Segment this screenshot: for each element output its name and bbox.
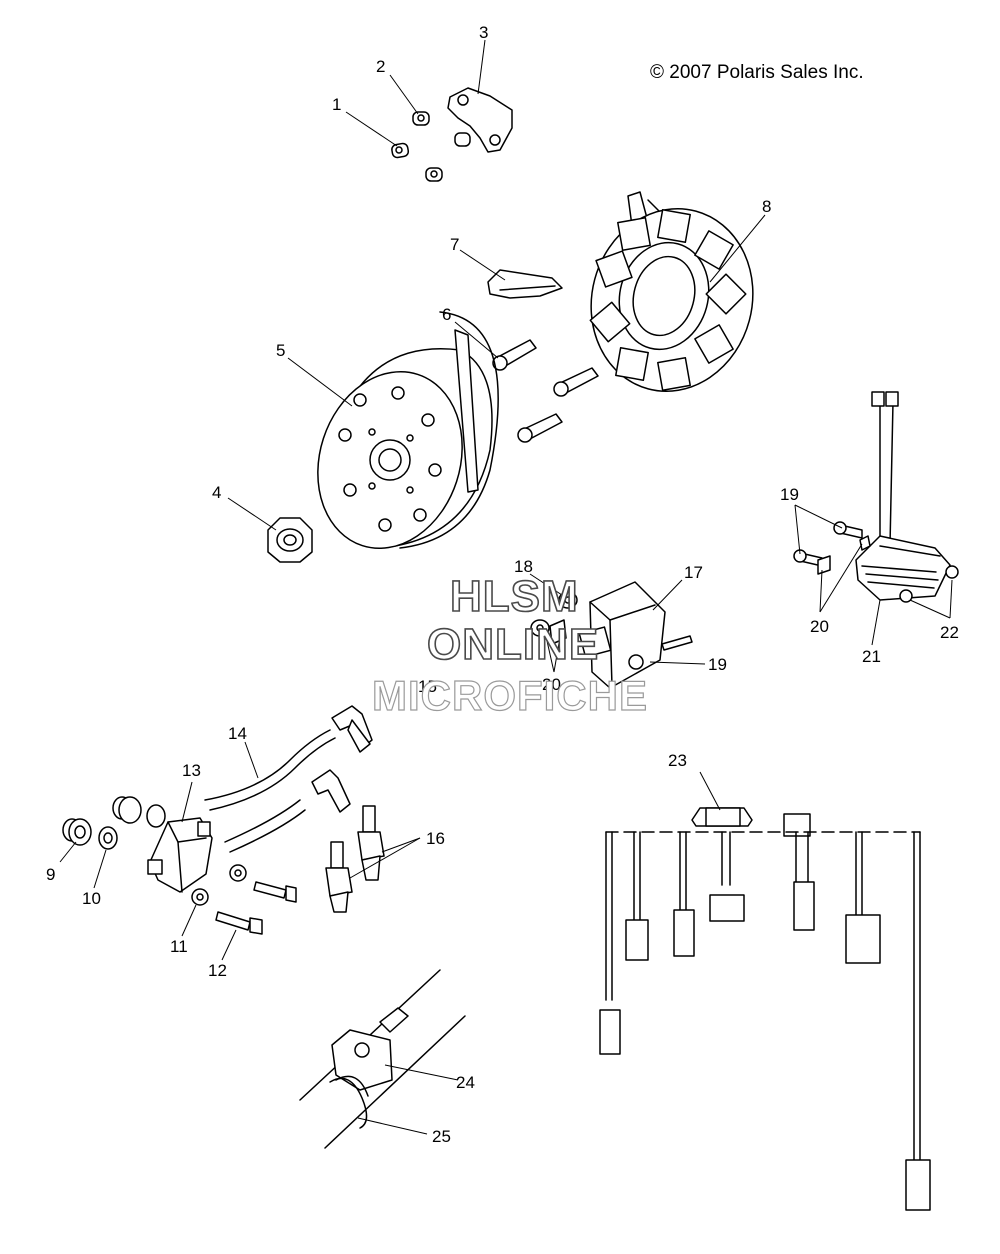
bracket-part-3 [447, 87, 513, 153]
callout-18: 18 [514, 557, 533, 576]
callout-12: 12 [208, 961, 227, 980]
callout-25: 25 [432, 1127, 451, 1146]
callout-19a: 19 [708, 655, 727, 674]
callout-21: 21 [862, 647, 881, 666]
screw-part-6b [553, 367, 599, 397]
stator-part-8 [589, 191, 754, 392]
watermark-line-3: MICROFICHE [371, 671, 648, 719]
callout-16: 16 [426, 829, 445, 848]
callout-10: 10 [82, 889, 101, 908]
plug-cap-part-15 [311, 705, 373, 813]
callout-numbers: 1 2 3 4 5 6 7 8 9 10 11 12 13 14 15 16 1… [46, 23, 959, 1146]
clip-part-7 [487, 269, 563, 299]
flywheel-part-5 [317, 311, 499, 550]
cdi-box-part-17 [578, 581, 693, 689]
nut-part-4 [267, 517, 313, 563]
bolt-part-1 [391, 142, 410, 159]
copyright-notice: © 2007 Polaris Sales Inc. [650, 62, 864, 83]
washer-part-10 [98, 804, 166, 850]
callout-22: 22 [940, 623, 959, 642]
shim-part-20 [549, 619, 567, 645]
callout-14: 14 [228, 724, 247, 743]
sensor-part-24 [299, 969, 466, 1149]
callout-24: 24 [456, 1073, 475, 1092]
callout-11: 11 [170, 937, 188, 956]
callout-9: 9 [46, 865, 55, 884]
ignition-coil-part-13 [147, 817, 213, 893]
watermark-line-1: HLSM [449, 571, 579, 622]
callout-13: 13 [182, 761, 201, 780]
watermark-line-2: ONLINE [426, 619, 600, 670]
callout-3: 3 [479, 23, 488, 42]
spark-plug-part-16 [325, 805, 385, 913]
callout-17: 17 [684, 563, 703, 582]
leader-lines [59, 39, 953, 1135]
lock-washer-part-11 [191, 864, 247, 906]
callout-20a: 20 [542, 675, 561, 694]
callout-1: 1 [332, 95, 341, 114]
bolt-part-2 [412, 111, 430, 126]
callout-2: 2 [376, 57, 385, 76]
callout-15: 15 [418, 677, 437, 696]
screw-part-1b [425, 167, 443, 182]
callout-7: 7 [450, 235, 459, 254]
screw-part-6c [517, 413, 563, 443]
grommet-part-9 [62, 796, 142, 846]
ignition-wires-part-14 [204, 729, 336, 853]
screw-part-19-right [793, 521, 863, 575]
callout-6: 6 [442, 305, 451, 324]
callout-20b: 20 [810, 617, 829, 636]
callout-4: 4 [212, 483, 221, 502]
clamp-part-25 [329, 1075, 369, 1129]
callout-19b: 19 [780, 485, 799, 504]
wiring-harness-part-23 [599, 807, 931, 1211]
callout-5: 5 [276, 341, 285, 360]
screw-part-6a [492, 339, 537, 371]
callout-8: 8 [762, 197, 771, 216]
bolt-part-12 [215, 881, 297, 935]
callout-23: 23 [668, 751, 687, 770]
regulator-part-21 [855, 391, 959, 603]
